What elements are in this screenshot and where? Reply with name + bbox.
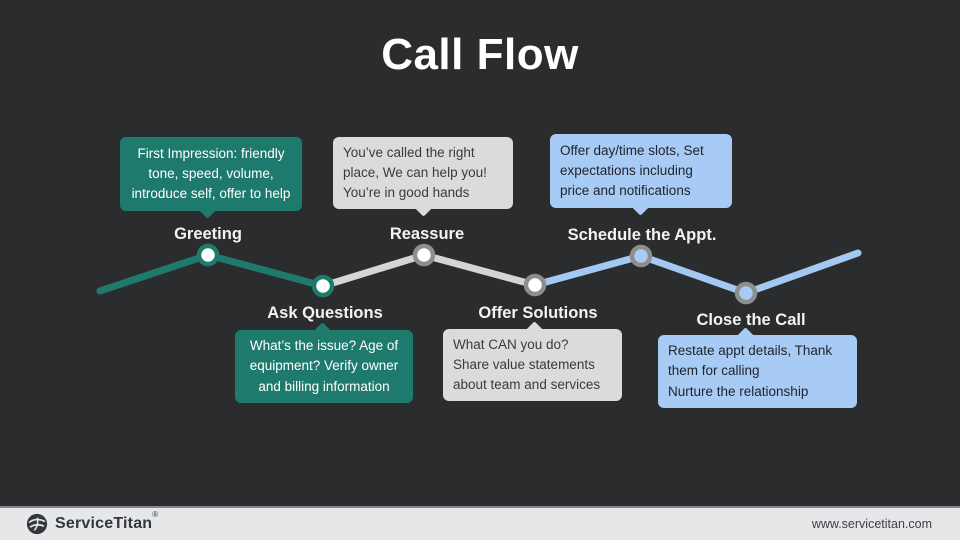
timeline-node (523, 273, 547, 297)
step-label-offer-solutions: Offer Solutions (478, 304, 598, 322)
callout-reassure-text: You’ve called the right place, We can he… (343, 144, 487, 201)
callout-greeting: First Impression: friendly tone, speed, … (120, 137, 302, 219)
callout-greeting-text: First Impression: friendly tone, speed, … (131, 145, 291, 202)
timeline-node (412, 243, 436, 267)
step-label-reassure: Reassure (389, 225, 465, 243)
callout-close-call-text: Restate appt details, Thank them for cal… (668, 343, 833, 399)
brand-trademark: ® (152, 510, 159, 519)
step-label-schedule-appt: Schedule the Appt. (567, 226, 717, 244)
servicetitan-logo: ServiceTitan® (26, 510, 159, 535)
callout-close-call: Restate appt details, Thank them for cal… (658, 327, 857, 408)
timeline-node (734, 281, 758, 305)
timeline-segment (531, 249, 862, 297)
timeline-node (629, 244, 653, 268)
callout-ask-questions: What’s the issue? Age of equipment? Veri… (235, 322, 413, 403)
servicetitan-emblem-icon (26, 513, 48, 535)
callout-schedule-text: Offer day/time slots, Set expectations i… (560, 142, 704, 199)
brand-name: ServiceTitan (55, 515, 153, 532)
step-label-ask-questions: Ask Questions (267, 304, 383, 322)
callout-offer-solutions-text: What CAN you do? Share value statements … (453, 336, 601, 393)
slide-title: Call Flow (381, 30, 579, 79)
footer: ServiceTitan® www.servicetitan.com (0, 506, 960, 540)
timeline-node (196, 243, 220, 267)
step-label-close-call: Close the Call (696, 311, 806, 329)
callout-ask-questions-text: What’s the issue? Age of equipment? Veri… (249, 338, 399, 394)
callout-reassure: You’ve called the right place, We can he… (333, 137, 513, 217)
callout-offer-solutions: What CAN you do? Share value statements … (443, 321, 622, 401)
callout-schedule: Offer day/time slots, Set expectations i… (550, 134, 732, 216)
timeline-node (311, 274, 335, 298)
footer-url-link[interactable]: www.servicetitan.com (811, 517, 932, 531)
step-label-greeting: Greeting (174, 225, 242, 243)
